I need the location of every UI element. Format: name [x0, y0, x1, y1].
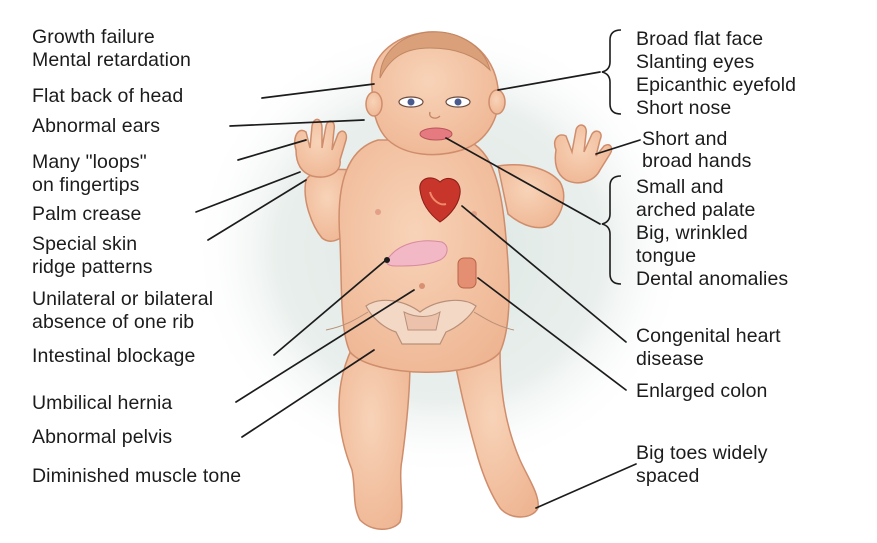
label-heart-line1: Congenital heart [636, 325, 781, 348]
label-tongue-line2: tongue [636, 245, 696, 268]
label-diminished-muscle-tone: Diminished muscle tone [32, 465, 241, 488]
label-intestinal-blockage: Intestinal blockage [32, 345, 195, 368]
label-hands-line2: broad hands [642, 150, 752, 173]
label-flat-back-of-head: Flat back of head [32, 85, 183, 108]
line-toes [536, 464, 636, 508]
label-many-loops-line1: Many "loops" [32, 151, 147, 174]
left-ear [366, 92, 382, 116]
label-slanting-eyes: Slanting eyes [636, 51, 754, 74]
label-mental-retardation: Mental retardation [32, 49, 191, 72]
left-pupil [408, 99, 415, 106]
right-ear [489, 90, 505, 114]
label-rib-line2: absence of one rib [32, 311, 194, 334]
label-hands-line1: Short and [642, 128, 727, 151]
label-toes-line1: Big toes widely [636, 442, 768, 465]
label-abnormal-ears: Abnormal ears [32, 115, 160, 138]
navel [419, 283, 425, 289]
label-abnormal-pelvis: Abnormal pelvis [32, 426, 172, 449]
label-enlarged-colon: Enlarged colon [636, 380, 768, 403]
colon-organ [458, 258, 476, 288]
label-growth-failure: Growth failure [32, 26, 155, 49]
label-umbilical-hernia: Umbilical hernia [32, 392, 172, 415]
label-palate-line1: Small and [636, 176, 724, 199]
label-heart-line2: disease [636, 348, 704, 371]
left-nipple [375, 209, 381, 215]
left-leg [339, 348, 410, 529]
label-many-loops-line2: on fingertips [32, 174, 140, 197]
label-skin-ridge-line2: ridge patterns [32, 256, 153, 279]
label-broad-flat-face: Broad flat face [636, 28, 763, 51]
label-short-nose: Short nose [636, 97, 731, 120]
right-pupil [455, 99, 462, 106]
label-epicanthic-eyefold: Epicanthic eyefold [636, 74, 796, 97]
label-palm-crease: Palm crease [32, 203, 141, 226]
label-toes-line2: spaced [636, 465, 699, 488]
label-palate-line2: arched palate [636, 199, 755, 222]
label-rib-line1: Unilateral or bilateral [32, 288, 213, 311]
label-tongue-line1: Big, wrinkled [636, 222, 748, 245]
intestinal-dot [384, 257, 390, 263]
label-skin-ridge-line1: Special skin [32, 233, 137, 256]
label-dental-anomalies: Dental anomalies [636, 268, 788, 291]
